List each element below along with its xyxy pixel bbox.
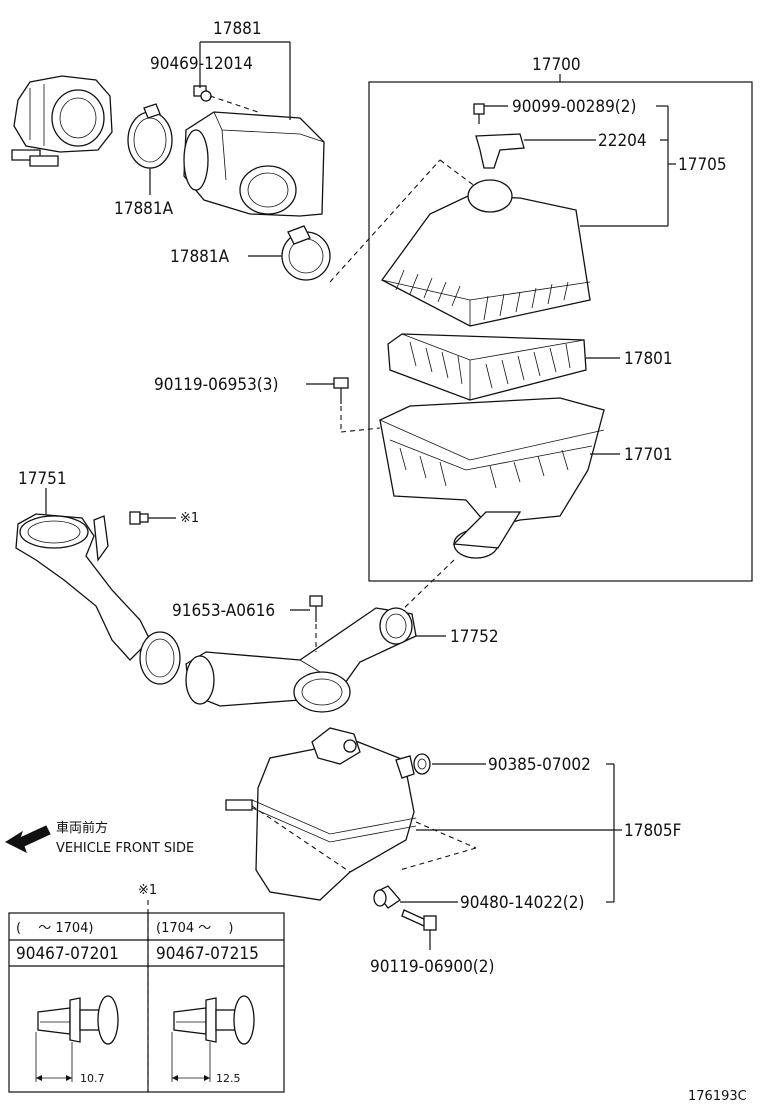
label-90119-06953: 90119-06953(3) xyxy=(154,375,278,395)
hose-clamp-mid-illustration xyxy=(281,225,331,281)
label-90480-14022: 90480-14022(2) xyxy=(460,893,584,913)
ref-table-col1-dim: 10.7 xyxy=(80,1072,105,1085)
mass-airflow-sensor-illustration xyxy=(473,103,525,169)
ref-table-col2-part: 90467-07215 xyxy=(156,944,259,964)
resonator-17805F-illustration xyxy=(225,727,417,901)
clip-90467-07215-illustration xyxy=(173,995,255,1045)
intake-duct-17751-illustration xyxy=(15,513,181,685)
filter-element-illustration xyxy=(387,333,587,401)
label-17701: 17701 xyxy=(624,445,673,465)
label-17705: 17705 xyxy=(678,155,727,175)
label-90099-00289: 90099-00289(2) xyxy=(512,97,636,117)
clip-90467-07201-illustration xyxy=(37,995,119,1045)
bolt-90119-06900-illustration xyxy=(401,909,437,931)
ref-table-col2-dim: 12.5 xyxy=(216,1072,241,1085)
bolt-90469-illustration xyxy=(193,85,212,102)
label-90385-07002: 90385-07002 xyxy=(488,755,591,775)
label-17881: 17881 xyxy=(213,19,262,39)
ref-table-title: ※1 xyxy=(138,883,157,898)
label-17805F: 17805F xyxy=(624,821,681,841)
label-22204: 22204 xyxy=(598,131,647,151)
label-90469-12014: 90469-12014 xyxy=(150,54,253,74)
reference-table xyxy=(8,900,285,1093)
cushion-90480-illustration xyxy=(373,885,401,909)
clip-ref1-illustration xyxy=(129,511,149,525)
label-ref1-clip: ※1 xyxy=(180,511,199,526)
intake-hose-17752-illustration xyxy=(185,607,417,713)
bolt-90119-06953-illustration xyxy=(333,377,349,404)
label-91653-A0616: 91653-A0616 xyxy=(172,601,275,621)
bolt-91653-illustration xyxy=(309,595,323,622)
ref-table-col2-range: (1704 ～ ) xyxy=(156,921,234,936)
ref-table-col1-part: 90467-07201 xyxy=(16,944,119,964)
label-17751: 17751 xyxy=(18,469,67,489)
label-17700: 17700 xyxy=(532,55,581,75)
air-cleaner-case-illustration xyxy=(379,397,605,559)
intake-hose-illustration xyxy=(183,111,325,217)
throttle-body-illustration xyxy=(11,75,113,167)
label-17881A-mid: 17881A xyxy=(170,247,230,267)
label-17801: 17801 xyxy=(624,349,673,369)
direction-jp: 車両前方 xyxy=(56,820,108,836)
diagram-code: 176193C xyxy=(688,1089,747,1104)
hose-clamp-top-illustration xyxy=(127,103,173,169)
direction-en: VEHICLE FRONT SIDE xyxy=(56,841,194,856)
label-17752: 17752 xyxy=(450,627,499,647)
ref-table-col1-range: ( ～ 1704) xyxy=(16,921,94,936)
label-90119-06900: 90119-06900(2) xyxy=(370,957,494,977)
vehicle-front-arrow-icon xyxy=(4,825,51,853)
grommet-90385-illustration xyxy=(413,753,431,775)
air-cleaner-cover-illustration xyxy=(381,179,591,327)
label-17881A-top: 17881A xyxy=(114,199,174,219)
